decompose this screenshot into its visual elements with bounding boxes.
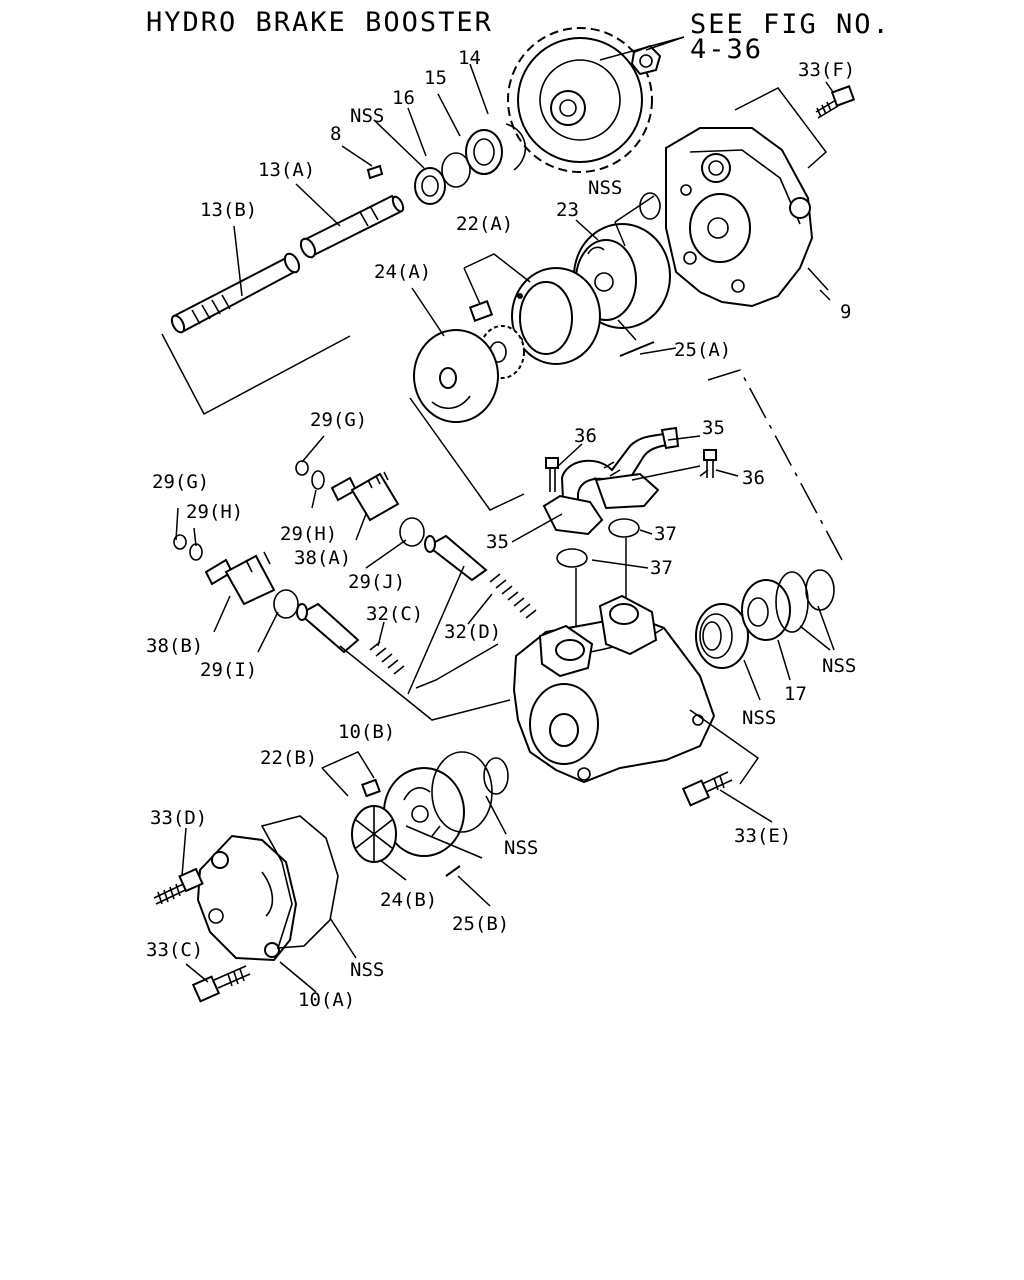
o-ring-37-top xyxy=(608,518,640,538)
label-29j: 29(J) xyxy=(348,571,405,593)
pump-plate-24a xyxy=(413,329,499,423)
key-22a xyxy=(468,300,494,322)
pump-housing xyxy=(512,594,716,784)
label-29h-top: 29(H) xyxy=(280,523,337,545)
o-ring-cover xyxy=(639,192,661,220)
label-29g-top: 29(G) xyxy=(310,409,367,431)
bearing-right xyxy=(695,603,749,669)
label-29i: 29(I) xyxy=(200,659,257,681)
pin-25b xyxy=(445,865,461,877)
pump-ring-22a xyxy=(511,267,601,365)
reference-line-1: SEE FIG NO. xyxy=(690,9,891,40)
lower-o-ring xyxy=(483,757,509,795)
spring-32d xyxy=(489,573,537,619)
o-ring-29h-left xyxy=(189,543,203,561)
bearing-group-top xyxy=(414,123,527,205)
bolt-36-right xyxy=(703,449,717,478)
reference-line-2: 4-36 xyxy=(690,34,763,65)
pin-25a xyxy=(619,341,655,357)
label-14: 14 xyxy=(458,47,481,69)
spring-32c xyxy=(369,641,405,675)
lower-seal-ring xyxy=(431,751,493,833)
label-22b: 22(B) xyxy=(260,747,317,769)
label-nss-cover: NSS xyxy=(588,177,622,199)
label-15: 15 xyxy=(424,67,447,89)
label-35-mid: 35 xyxy=(486,531,509,553)
label-29h-left: 29(H) xyxy=(186,501,243,523)
label-13b: 13(B) xyxy=(200,199,257,221)
diagram-title: HYDRO BRAKE BOOSTER xyxy=(146,7,493,38)
label-17: 17 xyxy=(784,683,807,705)
shaft-13a xyxy=(299,194,405,259)
ref-leader xyxy=(599,36,685,61)
label-9: 9 xyxy=(840,301,851,323)
key-8 xyxy=(366,164,384,180)
label-24b: 24(B) xyxy=(380,889,437,911)
label-37-bottom: 37 xyxy=(650,557,673,579)
label-8: 8 xyxy=(330,123,341,145)
o-ring-nss-right xyxy=(805,569,835,611)
label-32d: 32(D) xyxy=(444,621,501,643)
drive-gear xyxy=(507,27,653,173)
label-nss-gasket: NSS xyxy=(350,959,384,981)
bolt-33c xyxy=(191,965,251,1003)
label-33e: 33(E) xyxy=(734,825,791,847)
seal-17 xyxy=(741,579,791,641)
label-37-top: 37 xyxy=(654,523,677,545)
label-36-left: 36 xyxy=(574,425,597,447)
shaft-bracket-line xyxy=(161,333,351,416)
gasket-nss xyxy=(260,815,339,949)
o-ring-29g-left xyxy=(173,534,187,550)
shaft-13b xyxy=(170,252,301,334)
plunger-upper xyxy=(424,534,488,582)
o-ring-29h-top xyxy=(311,470,325,490)
label-35-top: 35 xyxy=(702,417,725,439)
label-nss-top: NSS xyxy=(350,105,384,127)
pipe-flange xyxy=(542,472,660,536)
label-29g-left: 29(G) xyxy=(152,471,209,493)
label-33d: 33(D) xyxy=(150,807,207,829)
label-33c: 33(C) xyxy=(146,939,203,961)
o-ring-29g-top xyxy=(295,460,309,476)
bolt-33f xyxy=(815,85,856,119)
label-nss-lower: NSS xyxy=(504,837,538,859)
bolt-33e xyxy=(681,771,733,807)
label-10b: 10(B) xyxy=(338,721,395,743)
label-24a: 24(A) xyxy=(374,261,431,283)
label-nss-right: NSS xyxy=(822,655,856,677)
lower-plate xyxy=(383,767,465,857)
label-13a: 13(A) xyxy=(258,159,315,181)
pump-cover-9 xyxy=(665,127,814,308)
o-ring-29i xyxy=(273,589,299,619)
key-22b xyxy=(361,778,381,798)
relief-valve-38b xyxy=(204,551,276,606)
bolt-36-left xyxy=(545,457,559,492)
label-25a: 25(A) xyxy=(674,339,731,361)
alignment-line xyxy=(707,369,843,561)
plunger-lower xyxy=(296,602,360,654)
label-23: 23 xyxy=(556,199,579,221)
label-nss-bearing: NSS xyxy=(742,707,776,729)
label-36-right: 36 xyxy=(742,467,765,489)
rotor-24b xyxy=(351,805,397,863)
label-38b: 38(B) xyxy=(146,635,203,657)
relief-valve-38a xyxy=(330,471,400,522)
bolt-33d xyxy=(153,867,204,905)
label-22a: 22(A) xyxy=(456,213,513,235)
cover-bracket-line xyxy=(734,87,828,169)
label-25b: 25(B) xyxy=(452,913,509,935)
label-16: 16 xyxy=(392,87,415,109)
label-10a: 10(A) xyxy=(298,989,355,1011)
label-33f: 33(F) xyxy=(798,59,855,81)
label-32c: 32(C) xyxy=(366,603,423,625)
label-38a: 38(A) xyxy=(294,547,351,569)
o-ring-29j xyxy=(399,517,425,547)
end-cover-10a xyxy=(196,834,298,962)
o-ring-37-bottom xyxy=(556,548,588,568)
